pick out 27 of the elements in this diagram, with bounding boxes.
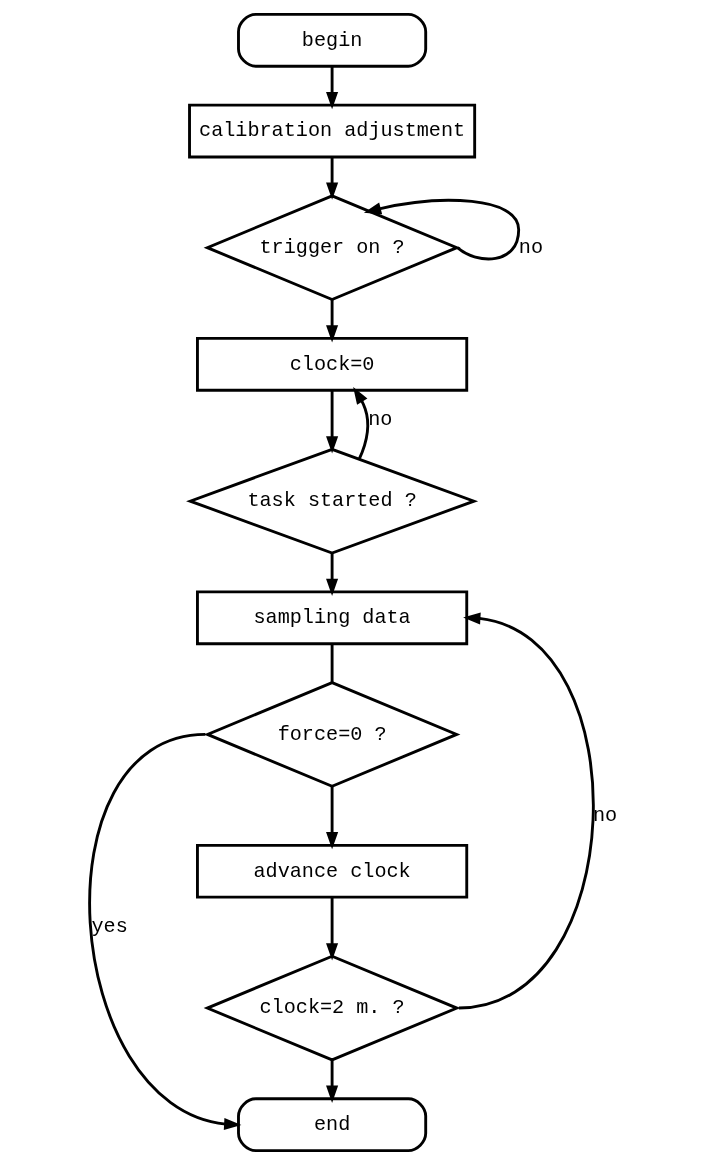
node-diamond: clock=2 m. ?	[203, 954, 461, 1062]
node-box: end	[237, 1097, 428, 1153]
edge-label: no	[368, 408, 393, 432]
node-diamond: force=0 ?	[203, 681, 461, 788]
arrow	[326, 66, 339, 110]
node-box: sampling data	[196, 590, 469, 646]
arrow	[326, 786, 339, 850]
arrow	[326, 390, 339, 454]
edge-label: yes	[91, 915, 128, 939]
arrow	[458, 612, 595, 1010]
node-box: begin	[237, 12, 428, 68]
node-diamond: task started ?	[186, 447, 479, 555]
connector	[330, 643, 334, 683]
node-box: advance clock	[196, 843, 469, 899]
arrow	[326, 553, 339, 596]
arrow	[353, 386, 370, 460]
node-diamond: trigger on ?	[203, 194, 461, 302]
arrow	[363, 199, 521, 261]
arrow	[326, 300, 339, 343]
node-box: calibration adjustment	[188, 103, 477, 159]
node-box: clock=0	[196, 336, 469, 392]
edge-label: no	[518, 236, 544, 259]
arrow	[326, 1060, 339, 1103]
arrow	[326, 157, 339, 200]
arrow	[88, 733, 242, 1131]
arrow	[326, 897, 339, 961]
edge-label: no	[592, 804, 618, 828]
